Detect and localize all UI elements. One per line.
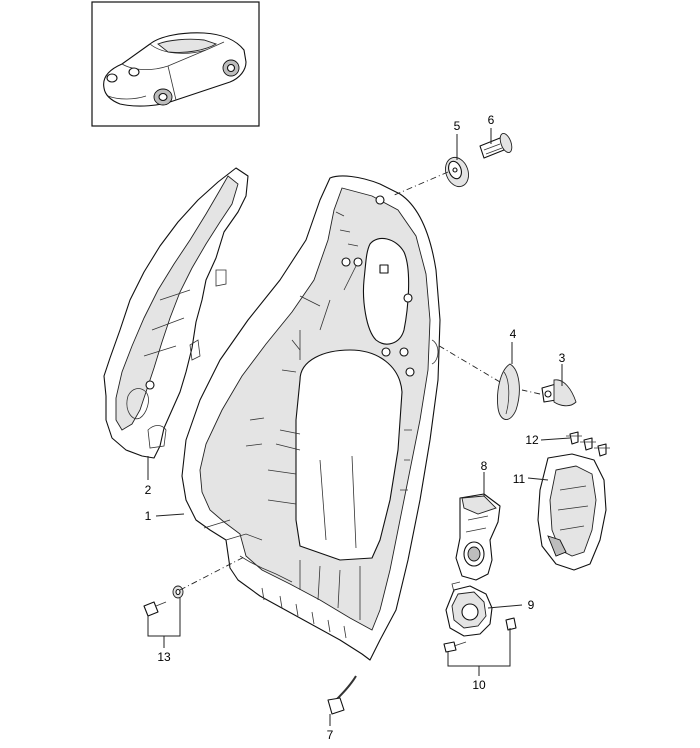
- part-9-housing: [445, 581, 493, 637]
- car-illustration: [103, 32, 247, 107]
- callout-7: 7: [327, 728, 334, 742]
- part-12-clips: [566, 431, 610, 457]
- part-7-cable: [327, 675, 357, 715]
- callout-13: 13: [157, 650, 171, 664]
- callout-10: 10: [472, 678, 486, 692]
- callout-5: 5: [454, 119, 461, 133]
- part-4-cover: [497, 363, 520, 420]
- part-8-bracket: [455, 493, 501, 581]
- part-1-backrest-shell: [181, 175, 441, 661]
- callout-12: 12: [525, 433, 539, 447]
- callout-1: 1: [145, 509, 152, 523]
- callout-4: 4: [510, 327, 517, 341]
- part-13-fasteners: [143, 585, 184, 617]
- callouts: 5 6 4 3 2 1 8 11 12 9 10 13 7: [145, 113, 566, 742]
- part-2-side-panel: [103, 167, 249, 459]
- part-10-screws: [443, 617, 517, 653]
- part-6-screw: [479, 132, 513, 159]
- callout-11: 11: [513, 472, 526, 486]
- callout-8: 8: [481, 459, 488, 473]
- callout-9: 9: [528, 598, 535, 612]
- assembly-lines: [179, 171, 541, 591]
- leader-lines: [147, 128, 571, 726]
- callout-3: 3: [559, 351, 566, 365]
- vehicle-thumbnail: [91, 1, 260, 127]
- part-11-frame: [537, 453, 607, 571]
- callout-2: 2: [145, 483, 152, 497]
- part-5-cover-cap: [445, 156, 469, 188]
- part-3-knob: [541, 379, 577, 407]
- callout-6: 6: [488, 113, 495, 127]
